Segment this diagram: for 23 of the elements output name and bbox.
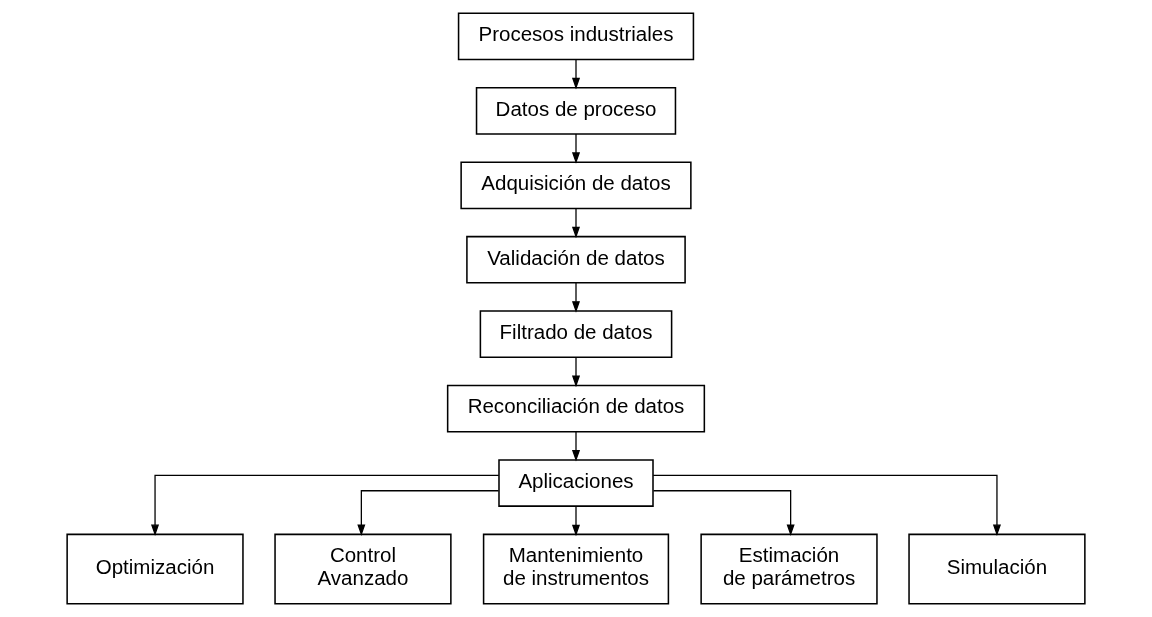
arrow (652, 474, 1001, 537)
node-box: Optimización (66, 533, 244, 605)
arrow (571, 356, 581, 388)
arrow (571, 133, 581, 164)
node-box: Adquisición de datos (460, 161, 692, 210)
node-box: Validación de datos (466, 235, 686, 284)
node-box: Mantenimiento de instrumentos (482, 533, 670, 605)
node-box: Estimación de parámetros (700, 533, 878, 605)
node-box: Simulación (908, 533, 1086, 605)
node-box: Aplicaciones (498, 459, 654, 507)
arrow (571, 58, 581, 90)
arrow (357, 490, 500, 536)
arrow (571, 505, 581, 537)
node-box: Control Avanzado (274, 533, 452, 605)
arrow (151, 474, 500, 537)
arrow (652, 490, 795, 536)
arrow (571, 207, 581, 239)
node-box: Datos de proceso (475, 87, 677, 135)
node-box: Procesos industriales (457, 12, 695, 61)
node-box: Reconciliación de datos (446, 384, 706, 433)
arrow (571, 282, 581, 313)
node-box: Filtrado de datos (479, 310, 673, 359)
arrow (571, 431, 581, 462)
